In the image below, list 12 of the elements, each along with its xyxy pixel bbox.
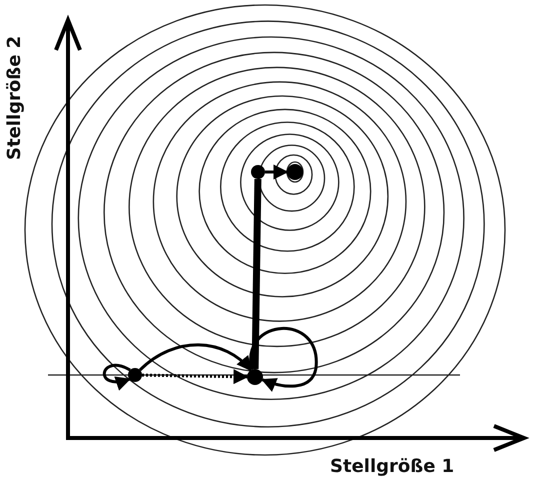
- arrow: [265, 164, 288, 180]
- arrow: [103, 364, 131, 390]
- axis-label: Stellgröße 1: [330, 456, 454, 477]
- path-line: [252, 178, 262, 370]
- axis-label: Stellgröße 2: [4, 36, 25, 160]
- point-dot: [247, 369, 263, 385]
- arrow: [138, 343, 252, 372]
- arrow: [249, 327, 318, 392]
- point-dot: [251, 165, 265, 179]
- point-dot: [128, 368, 142, 382]
- arrow: [142, 369, 248, 384]
- point-dot: [287, 164, 303, 180]
